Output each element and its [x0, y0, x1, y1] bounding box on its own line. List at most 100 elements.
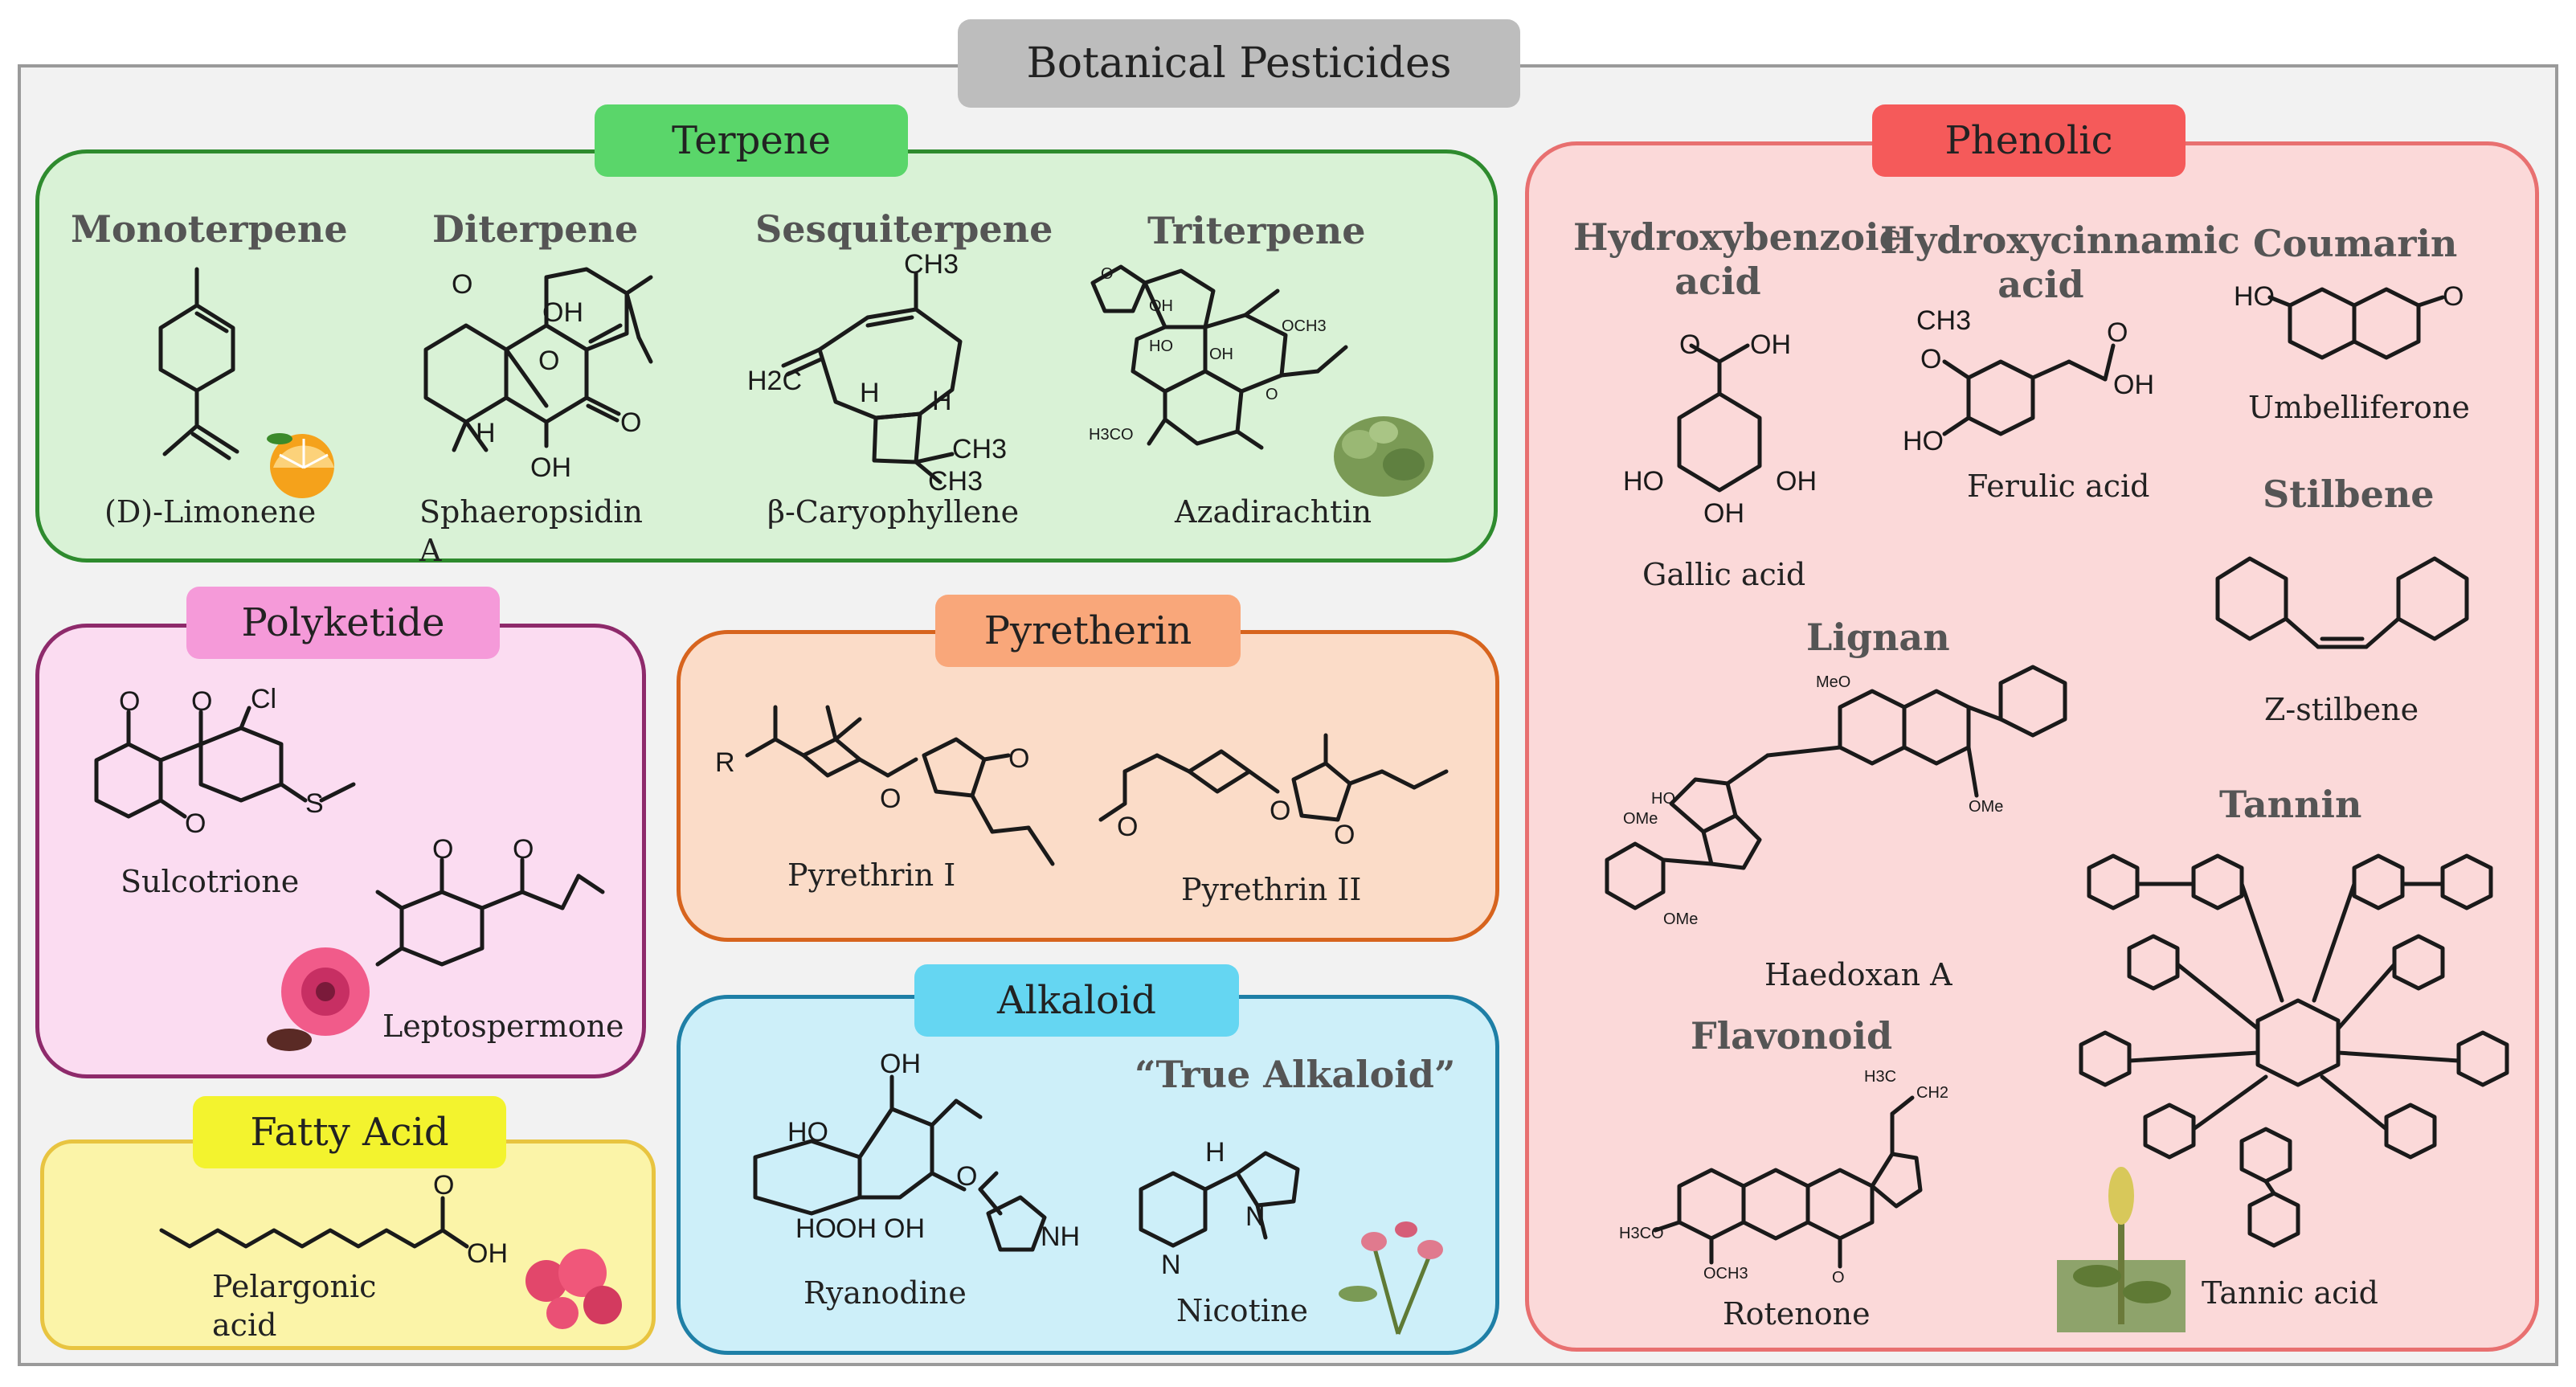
alkaloid-label: Alkaloid — [914, 964, 1239, 1037]
atom-r: R — [715, 747, 735, 778]
class-sesquiterpene: Sesquiterpene — [755, 207, 1053, 251]
atom-oh: OH — [836, 1213, 877, 1244]
class-coumarin: Coumarin — [2253, 222, 2458, 265]
atom-ho: HO — [787, 1117, 828, 1148]
class-stilbene: Stilbene — [2263, 473, 2435, 516]
atom-och3: OCH3 — [1282, 317, 1327, 335]
limonene-structure — [158, 267, 239, 460]
atom-o: O — [191, 686, 212, 717]
atom-o: O — [1266, 386, 1278, 403]
atom-ch2: CH2 — [1916, 1084, 1948, 1102]
atom-o: O — [119, 686, 140, 717]
haedoxan-structure: MeO HO OMe OMe OMe — [1605, 665, 2067, 928]
atom-o: O — [1101, 265, 1114, 283]
tannin-plant-icon — [2057, 1167, 2186, 1332]
gallic-acid-structure: O OH HO OH OH — [1623, 329, 1817, 529]
phenolic-label: Phenolic — [1872, 104, 2186, 177]
phenolic-panel — [1525, 141, 2539, 1352]
atom-ho: HO — [795, 1213, 836, 1244]
compound-z-stilbene: Z-stilbene — [2264, 692, 2419, 727]
compound-pelargonic-acid: Pelargonic acid — [212, 1269, 377, 1343]
pelargonic-acid-structure: O OH — [159, 1170, 508, 1269]
polyketide-label: Polyketide — [186, 587, 500, 659]
atom-o: O — [2107, 317, 2128, 348]
atom-ch3: CH3 — [952, 434, 1007, 464]
compound-pyrethrin-2: Pyrethrin II — [1181, 872, 1362, 907]
atom-ch3: CH3 — [904, 249, 959, 280]
orange-icon — [267, 433, 334, 498]
atom-oh: OH — [1703, 498, 1744, 529]
class-hydroxycinnamic: Hydroxycinnamic acid — [1880, 219, 2240, 307]
atom-oh: OH — [884, 1213, 925, 1244]
pyretherin-panel — [677, 630, 1499, 942]
terpene-label: Terpene — [595, 104, 908, 177]
atom-och3: OCH3 — [1703, 1265, 1748, 1283]
atom-oh: OH — [1776, 466, 1817, 497]
flower-icon — [267, 947, 370, 1051]
atom-n: N — [1161, 1250, 1181, 1280]
atom-o: O — [513, 834, 534, 865]
atom-ho: HO — [1903, 426, 1944, 456]
atom-o: O — [2443, 281, 2464, 312]
atom-o: O — [620, 407, 641, 438]
compound-rotenone: Rotenone — [1723, 1296, 1871, 1332]
caryophyllene-structure: CH3 H2C H H CH3 CH3 — [747, 249, 1007, 497]
compound-tannic-acid: Tannic acid — [2202, 1275, 2378, 1311]
atom-o: O — [1270, 796, 1290, 826]
atom-h3co: H3CO — [1619, 1225, 1664, 1242]
class-true-alkaloid: “True Alkaloid” — [1135, 1053, 1456, 1096]
tobacco-flower-icon — [1339, 1221, 1443, 1335]
atom-o: O — [1008, 743, 1029, 774]
class-lignan: Lignan — [1806, 616, 1950, 659]
umbelliferone-structure: HO O — [2234, 281, 2464, 360]
atom-o: O — [433, 1170, 454, 1201]
atom-h3co: H3CO — [1089, 426, 1134, 444]
compound-caryophyllene: β-Caryophyllene — [767, 494, 1020, 530]
pyretherin-label: Pyretherin — [935, 595, 1241, 667]
class-triterpene: Triterpene — [1147, 209, 1366, 252]
atom-oh: OH — [542, 297, 583, 328]
pyrethrin-1-structure: R O O — [715, 705, 1055, 866]
class-flavonoid: Flavonoid — [1691, 1014, 1893, 1058]
compound-gallic-acid: Gallic acid — [1642, 557, 1806, 592]
atom-oh: OH — [880, 1049, 921, 1079]
ferulic-acid-structure: CH3 O HO O OH — [1903, 305, 2154, 456]
atom-o: O — [1679, 329, 1700, 360]
compound-azadirachtin: Azadirachtin — [1175, 494, 1372, 530]
atom-h: H — [476, 418, 496, 448]
stilbene-structure — [2215, 556, 2469, 649]
atom-h: H — [932, 386, 952, 416]
azadirachtin-structure: O OH OCH3 HO OH H3CO O — [1089, 264, 1348, 450]
atom-ome: OMe — [1623, 810, 1658, 828]
atom-oh: OH — [1149, 297, 1173, 315]
compound-sulcotrione: Sulcotrione — [121, 864, 300, 899]
compound-ryanodine: Ryanodine — [803, 1275, 967, 1311]
compound-limonene: (D)-Limonene — [104, 494, 317, 530]
ryanodine-structure: OH HO HO OH OH O NH — [753, 1049, 1080, 1252]
atom-o: O — [1117, 812, 1138, 842]
geranium-icon — [525, 1249, 622, 1329]
atom-ome: OMe — [1969, 798, 2003, 816]
atom-ch3: CH3 — [928, 466, 983, 497]
atom-cl: Cl — [251, 684, 276, 714]
class-hydroxybenzoic: Hydroxybenzoic acid — [1573, 215, 1902, 304]
sulcotrione-structure: O O Cl O S — [94, 684, 356, 839]
atom-nh: NH — [1041, 1221, 1080, 1252]
atom-oh: OH — [467, 1238, 508, 1269]
atom-o: O — [1832, 1269, 1845, 1287]
atom-o: O — [1334, 820, 1355, 850]
atom-o: O — [452, 269, 472, 300]
terpene-panel — [35, 149, 1498, 563]
atom-ch3: CH3 — [1916, 305, 1971, 336]
atom-o: O — [538, 346, 559, 376]
atom-ho: HO — [1651, 790, 1675, 808]
atom-ho: HO — [1149, 338, 1173, 355]
compound-haedoxan: Haedoxan A — [1764, 957, 1952, 992]
compound-sphaeropsidin: Sphaeropsidin A — [419, 494, 643, 568]
atom-o: O — [880, 784, 901, 814]
atom-o: O — [1920, 344, 1941, 374]
class-diterpene: Diterpene — [432, 207, 639, 251]
compound-ferulic-acid: Ferulic acid — [1967, 468, 2150, 504]
sphaeropsidin-structure: O OH O H O OH — [423, 267, 653, 483]
atom-ho: HO — [1623, 466, 1664, 497]
